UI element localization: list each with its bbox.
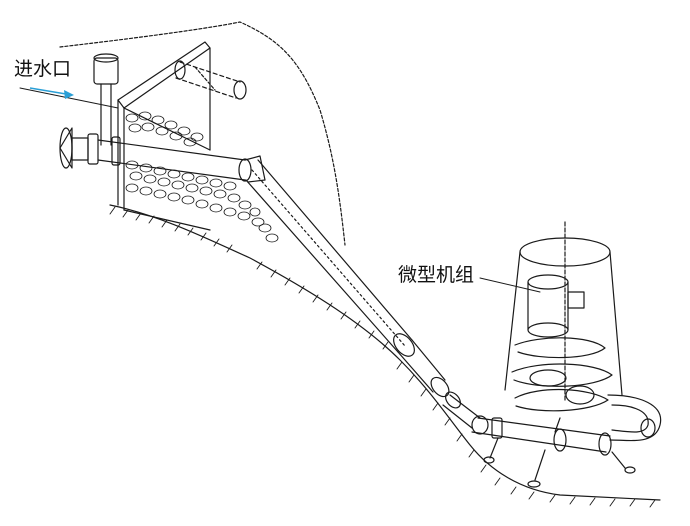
inlet-label: 进水口 [14, 58, 72, 80]
rubble-fill [125, 111, 279, 243]
intake-horizontal-pipe [59, 127, 252, 182]
inlet-guide-line [19, 87, 119, 109]
generator-housing [479, 221, 623, 412]
penstock [244, 155, 481, 429]
ground-slope [109, 204, 661, 501]
micro-unit-label: 微型机组 [398, 264, 475, 286]
inlet-riser [93, 53, 119, 146]
inflow-arrow-icon [29, 87, 74, 99]
unit-leader-line [479, 277, 541, 293]
support-legs [483, 417, 636, 488]
ground-hatching [109, 206, 656, 508]
lower-manifold [471, 394, 662, 456]
hill-back-outline [59, 21, 346, 246]
intake-structure [117, 41, 279, 243]
